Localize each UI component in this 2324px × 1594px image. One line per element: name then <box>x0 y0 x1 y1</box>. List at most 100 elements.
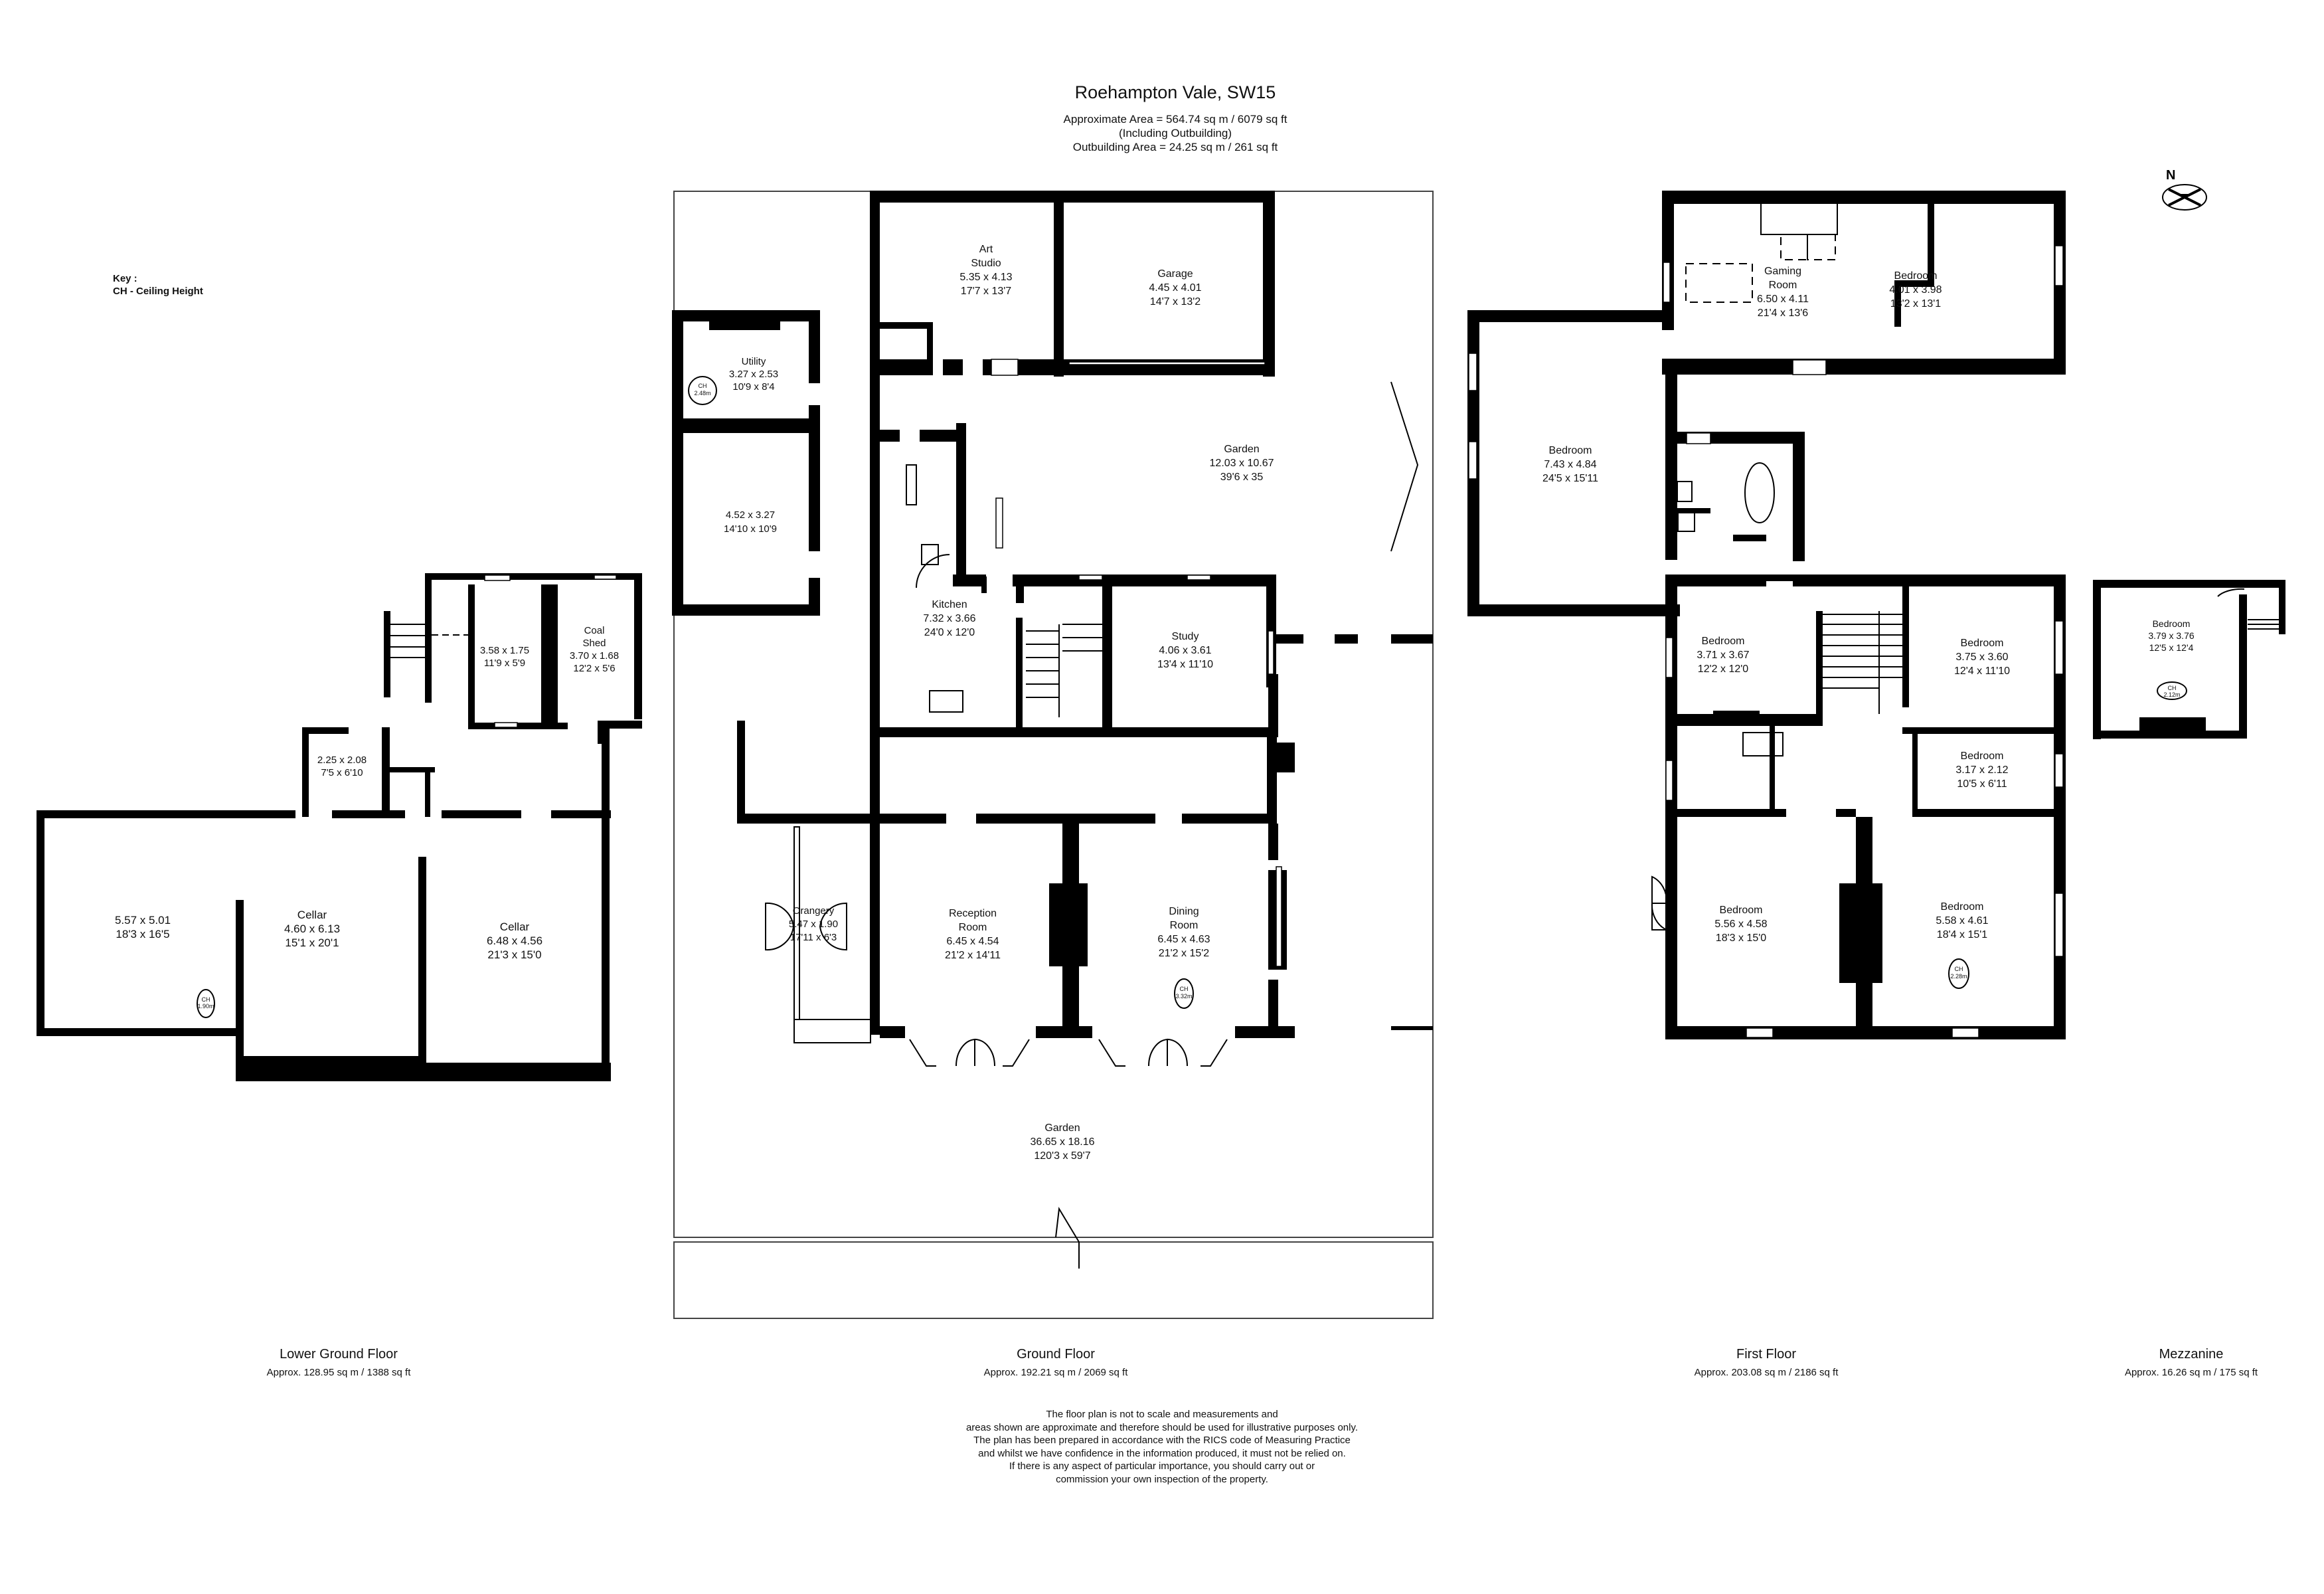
room-name: Bedroom <box>2152 618 2191 629</box>
room-imperial: 21'2 x 14'11 <box>944 950 1001 961</box>
room-label-reception-room: Reception Room 6.45 x 4.54 21'2 x 14'11 <box>930 907 1016 962</box>
room-name: Coal Shed <box>582 625 606 649</box>
room-metric: 3.70 x 1.68 <box>569 650 620 662</box>
room-label-master-bedroom: Bedroom 7.43 x 4.84 24'5 x 15'11 <box>1531 444 1610 486</box>
room-metric: 4.52 x 3.27 <box>725 509 776 521</box>
room-imperial: 17'11 x 6'3 <box>789 932 837 943</box>
including-outbuilding-note: (Including Outbuilding) <box>1118 127 1232 139</box>
floor-title-mezzanine: Mezzanine <box>2159 1347 2224 1362</box>
room-name: Bedroom <box>1960 751 2004 762</box>
room-metric: 6.50 x 4.11 <box>1757 294 1809 305</box>
room-label-garage: Garage 4.45 x 4.01 14'7 x 13'2 <box>1132 267 1218 309</box>
room-imperial: 10'5 x 6'11 <box>1957 778 2007 790</box>
room-label-mezzanine-bedroom: Bedroom 3.79 x 3.76 12'5 x 12'4 <box>2131 618 2211 654</box>
room-label-orangery: Orangery 5.47 x 1.90 17'11 x 6'3 <box>780 905 847 944</box>
room-name: Art Studio <box>971 244 1001 269</box>
room-label-dining-room: Dining Room 6.45 x 4.63 21'2 x 15'2 <box>1141 905 1227 960</box>
room-imperial: 21'2 x 15'2 <box>1158 948 1210 959</box>
room-metric: 5.57 x 5.01 <box>114 914 171 927</box>
ch-value: 2.48m <box>694 390 711 397</box>
lower-ground-floor-plan <box>37 573 642 1081</box>
room-name: Reception Room <box>948 908 997 933</box>
ch-label: CH <box>2167 685 2177 691</box>
ceiling-height-badge: CH 2.28m <box>1949 966 1969 980</box>
ceiling-height-badge: CH 2.48m <box>691 383 714 397</box>
room-metric: 12.03 x 10.67 <box>1209 458 1274 469</box>
room-imperial: 21'4 x 13'6 <box>1757 308 1809 319</box>
room-label-coal-shed: Coal Shed 3.70 x 1.68 12'2 x 5'6 <box>558 624 631 675</box>
floor-title-first: First Floor <box>1736 1347 1796 1362</box>
floor-title-lower-ground: Lower Ground Floor <box>280 1347 398 1362</box>
key-item-ceiling-height: CH - Ceiling Height <box>113 286 203 297</box>
room-label-cellar-2: Cellar 6.48 x 4.56 21'3 x 15'0 <box>468 920 561 962</box>
floor-area-ground: Approx. 192.21 sq m / 2069 sq ft <box>983 1367 1128 1378</box>
room-label-cellar-1: Cellar 4.60 x 6.13 15'1 x 20'1 <box>266 908 359 950</box>
room-name: Study <box>1171 631 1199 642</box>
ch-value: 2.28m <box>1950 973 1967 980</box>
compass-icon: N <box>2162 168 2207 211</box>
room-name: Bedroom <box>1548 445 1592 456</box>
property-title: Roehampton Vale, SW15 <box>1074 82 1276 102</box>
room-metric: 4.45 x 4.01 <box>1149 282 1202 294</box>
room-imperial: 7'5 x 6'10 <box>321 767 363 778</box>
room-metric: 3.71 x 3.67 <box>1697 650 1750 661</box>
key-heading: Key : <box>113 273 137 284</box>
room-label-gaming-room: Gaming Room 6.50 x 4.11 21'4 x 13'6 <box>1743 264 1823 320</box>
room-name: Bedroom <box>1719 905 1763 916</box>
room-label-utility: Utility 3.27 x 2.53 10'9 x 8'4 <box>704 355 803 393</box>
room-imperial: 18'4 x 15'1 <box>1936 929 1988 940</box>
room-label-bedroom-3: Bedroom 3.71 x 3.67 12'2 x 12'0 <box>1683 634 1763 676</box>
floor-area-first: Approx. 203.08 sq m / 2186 sq ft <box>1694 1367 1839 1378</box>
mezzanine-plan <box>2093 580 2285 739</box>
floor-title-ground: Ground Floor <box>1017 1347 1095 1362</box>
floor-area-mezzanine: Approx. 16.26 sq m / 175 sq ft <box>2124 1367 2258 1378</box>
disclaimer-line: The plan has been prepared in accordance… <box>973 1435 1351 1446</box>
room-imperial: 18'3 x 16'5 <box>116 928 170 940</box>
room-metric: 4.01 x 3.98 <box>1889 284 1942 296</box>
first-floor-plan <box>1467 191 2066 1039</box>
room-metric: 7.43 x 4.84 <box>1544 459 1597 470</box>
ch-label: CH <box>1954 966 1963 972</box>
room-imperial: 14'7 x 13'2 <box>1149 296 1201 308</box>
room-imperial: 21'3 x 15'0 <box>487 948 542 961</box>
room-name: Cellar <box>297 909 327 921</box>
room-metric: 6.45 x 4.63 <box>1157 934 1210 945</box>
floor-area-lower-ground: Approx. 128.95 sq m / 1388 sq ft <box>266 1367 411 1378</box>
room-imperial: 17'7 x 13'7 <box>960 286 1012 297</box>
approximate-area: Approximate Area = 564.74 sq m / 6079 sq… <box>1063 113 1287 126</box>
ceiling-height-badge: CH 3.32m <box>1174 986 1194 1000</box>
room-metric: 36.65 x 18.16 <box>1030 1136 1095 1148</box>
room-metric: 4.60 x 6.13 <box>284 923 341 935</box>
disclaimer-line: If there is any aspect of particular imp… <box>1009 1461 1315 1472</box>
room-name: Bedroom <box>1894 270 1938 282</box>
room-imperial: 12'2 x 12'0 <box>1697 664 1749 675</box>
room-imperial: 24'0 x 12'0 <box>924 627 975 638</box>
room-name: Garden <box>1044 1122 1080 1134</box>
room-label-bedroom-6: Bedroom 5.56 x 4.58 18'3 x 15'0 <box>1701 903 1781 945</box>
room-name: Kitchen <box>932 599 967 610</box>
room-label-kitchen: Kitchen 7.32 x 3.66 24'0 x 12'0 <box>906 598 993 640</box>
room-label-garden-courtyard: Garden 12.03 x 10.67 39'6 x 35 <box>1192 442 1291 484</box>
room-label-lg-small: 2.25 x 2.08 7'5 x 6'10 <box>305 754 378 779</box>
room-metric: 5.56 x 4.58 <box>1714 919 1768 930</box>
room-name: Bedroom <box>1940 901 1984 913</box>
disclaimer-line: areas shown are approximate and therefor… <box>965 1421 1359 1433</box>
room-imperial: 12'5 x 12'4 <box>2149 642 2194 653</box>
disclaimer-line: commission your own inspection of the pr… <box>1056 1473 1268 1485</box>
ground-floor-plan <box>672 191 1434 1319</box>
room-label-art-studio: Art Studio 5.35 x 4.13 17'7 x 13'7 <box>943 242 1029 298</box>
room-metric: 5.35 x 4.13 <box>959 272 1013 283</box>
room-imperial: 11'9 x 5'9 <box>483 658 526 669</box>
room-name: Garage <box>1157 268 1193 280</box>
room-label-study: Study 4.06 x 3.61 13'4 x 11'10 <box>1142 630 1228 671</box>
room-label-bedroom-4: Bedroom 3.75 x 3.60 12'4 x 11'10 <box>1942 636 2022 678</box>
room-name: Dining Room <box>1169 906 1199 931</box>
room-metric: 3.79 x 3.76 <box>2148 630 2195 641</box>
room-imperial: 18'3 x 15'0 <box>1715 932 1767 944</box>
ch-value: 3.32m <box>1175 993 1193 1000</box>
room-label-lg-store: 5.57 x 5.01 18'3 x 16'5 <box>96 913 189 941</box>
room-metric: 6.45 x 4.54 <box>946 936 999 947</box>
room-metric: 3.58 x 1.75 <box>479 645 530 656</box>
ch-label: CH <box>698 383 707 389</box>
